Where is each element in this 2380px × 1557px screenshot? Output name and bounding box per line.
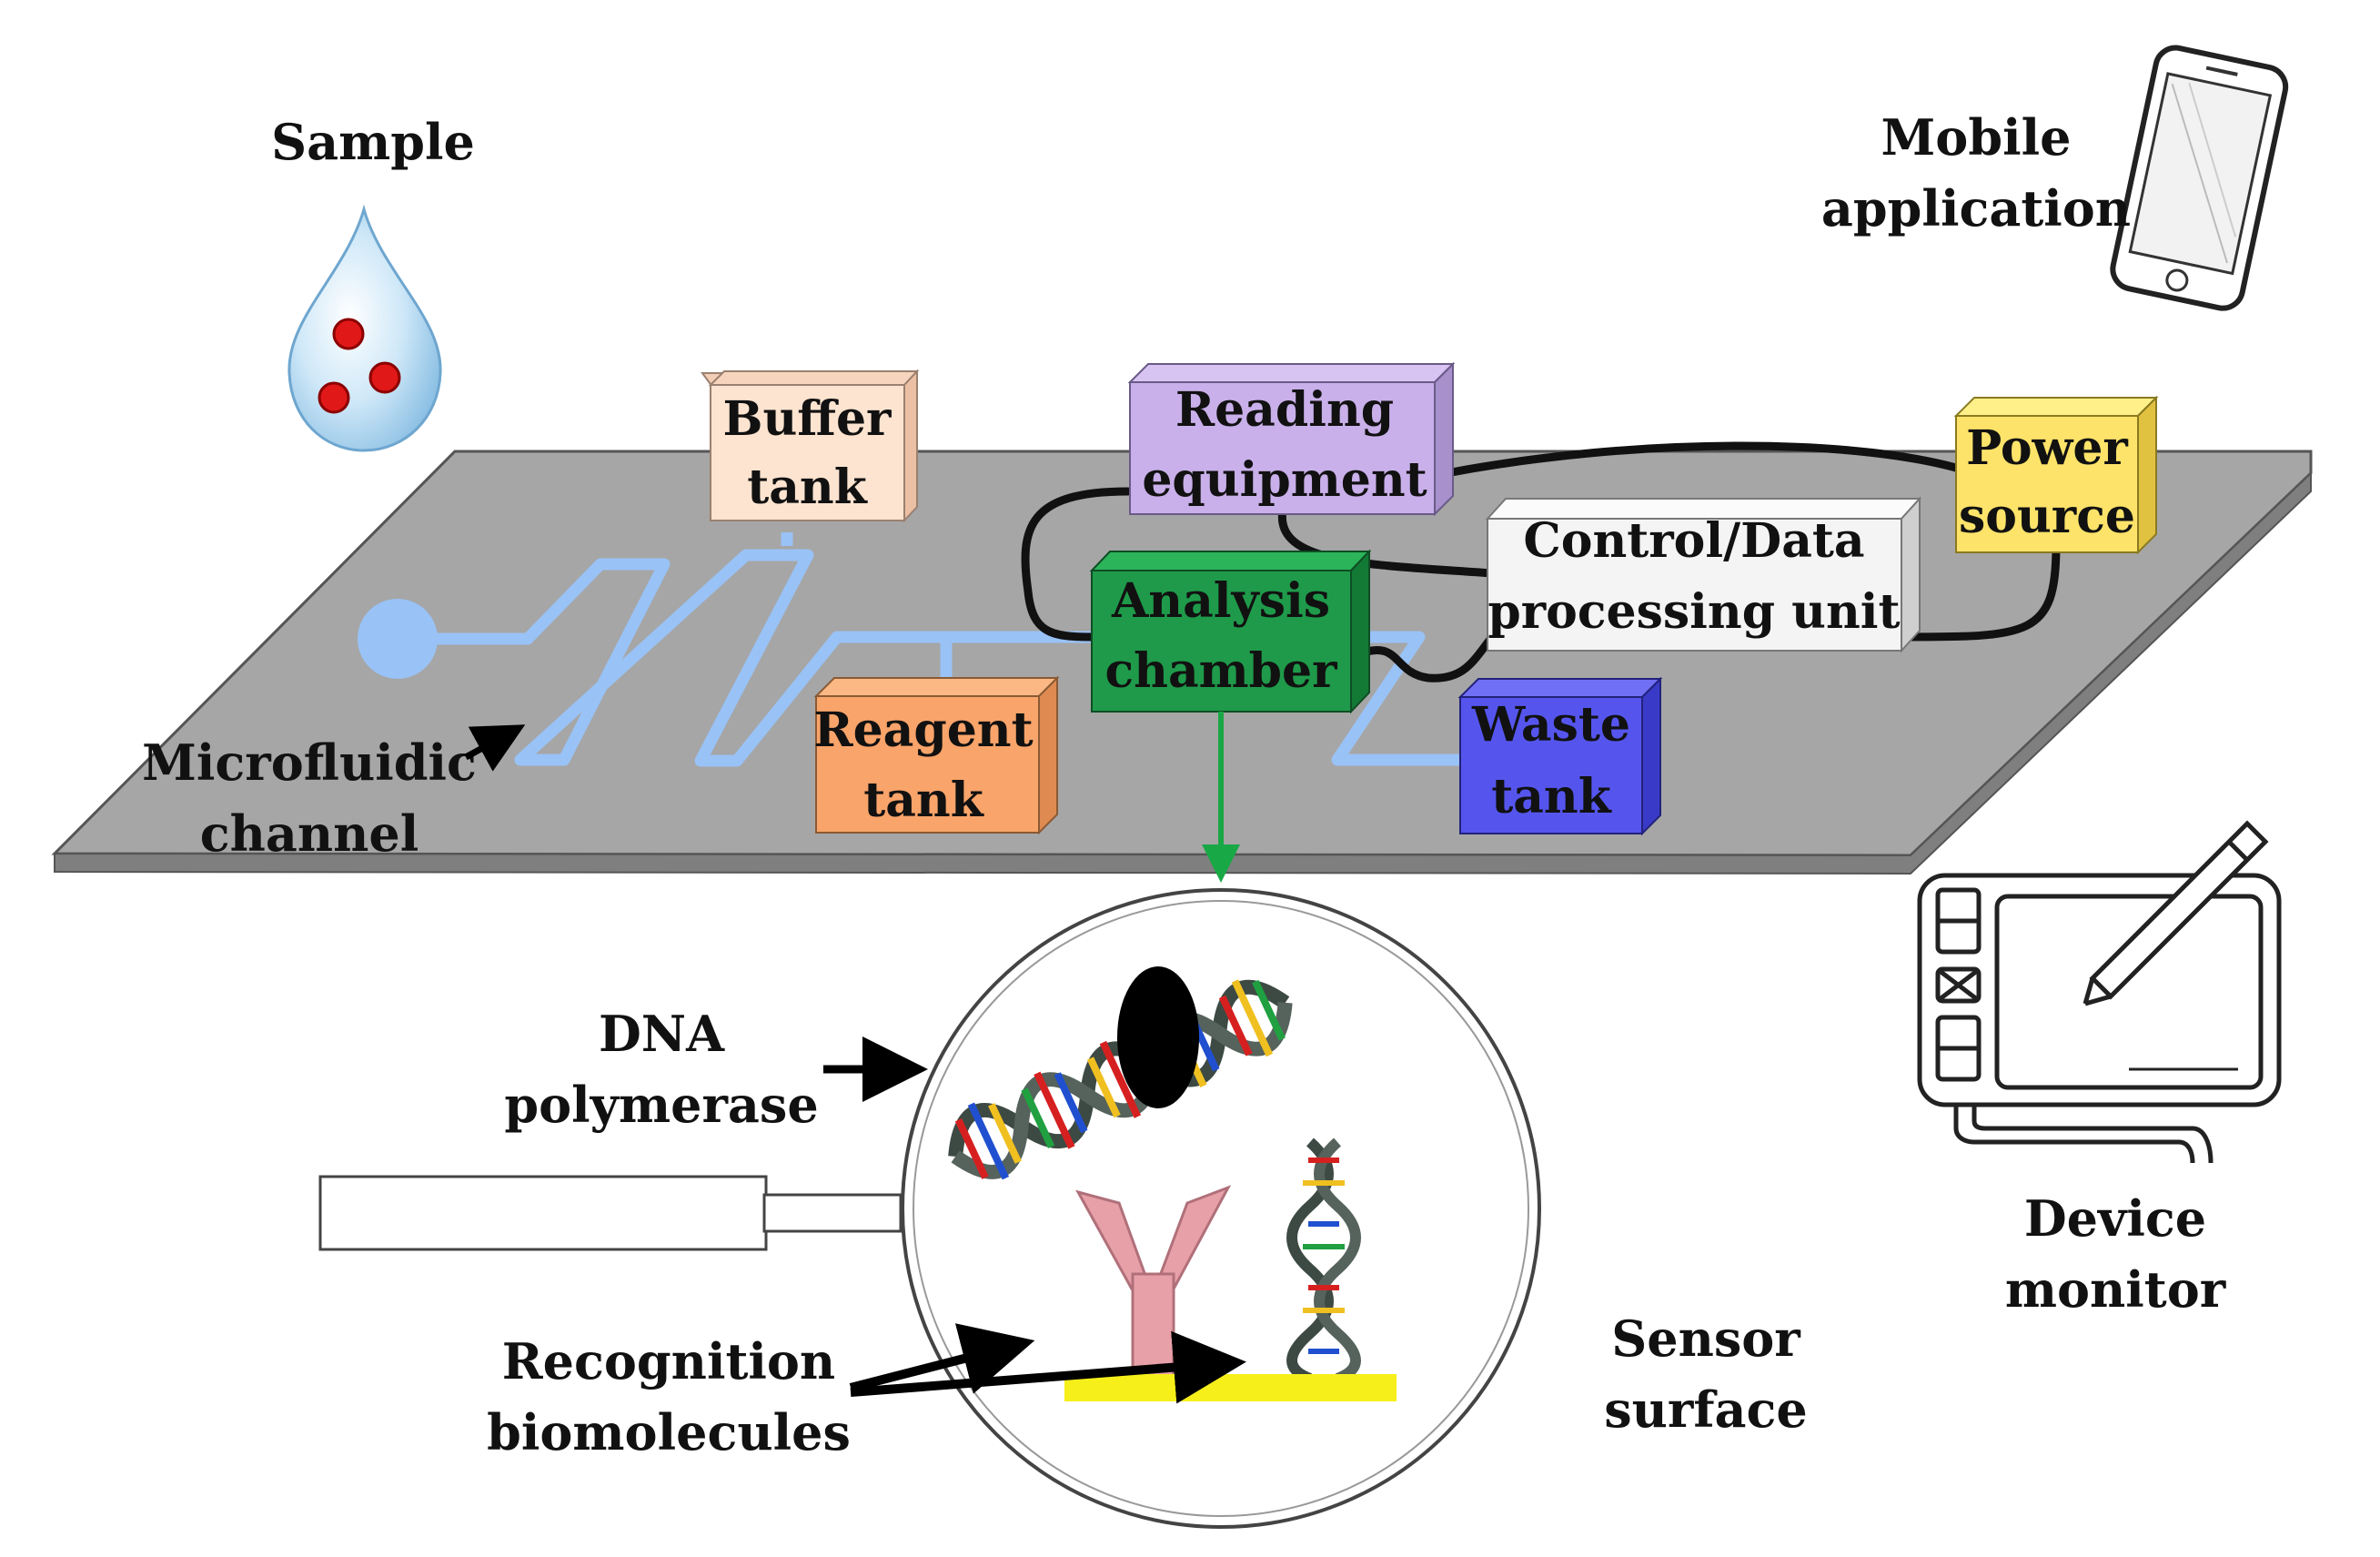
- device-monitor-label-2: monitor: [2005, 1260, 2226, 1319]
- power-source: Power source: [1953, 395, 2159, 555]
- sensor-surface-label-1: Sensor: [1611, 1309, 1800, 1368]
- buffer-tank-label-2: tank: [747, 460, 868, 515]
- control-data-label-2: processing unit: [1488, 584, 1900, 640]
- waste-tank-label-2: tank: [1491, 769, 1612, 824]
- reading-equipment-label-2: equipment: [1142, 452, 1427, 508]
- device-monitor-icon: [1917, 820, 2282, 1164]
- power-source-label-1: Power: [1966, 420, 2128, 476]
- sensor-dna-icon: [1286, 1137, 1361, 1384]
- reagent-tank-label-2: tank: [863, 773, 984, 828]
- mobile-label-1: Mobile: [1881, 108, 2072, 167]
- magnifier-handle: [318, 1175, 768, 1251]
- control-data-label-1: Control/Data: [1523, 513, 1864, 569]
- inlet-port: [358, 599, 438, 679]
- microfluidic-label-2: channel: [200, 804, 419, 863]
- recognition-arrow-dna: [850, 1330, 1246, 1404]
- device-monitor-label-1: Device: [2024, 1189, 2206, 1248]
- waste-tank: Waste tank: [1457, 676, 1663, 836]
- recognition-arrow-antibody: [849, 1323, 1035, 1394]
- antibody-icon: [1074, 1185, 1232, 1380]
- buffer-tank-label-1: Buffer: [723, 391, 892, 447]
- analysis-chamber-label-2: chamber: [1104, 643, 1337, 699]
- reading-equipment-label-1: Reading: [1175, 382, 1394, 438]
- reagent-tank-label-1: Reagent: [813, 703, 1033, 758]
- analysis-chamber: Analysis chamber: [1089, 549, 1372, 714]
- microfluidic-label-1: Microfluidic: [142, 733, 477, 792]
- microfluidic-arrow: [464, 724, 526, 772]
- magnifier-icon: [318, 888, 1541, 1529]
- dna-polymerase-label-1: DNA: [599, 1005, 725, 1063]
- sample-drop-icon: [287, 204, 442, 452]
- dna-polymerase-label-2: polymerase: [504, 1076, 818, 1134]
- recognition-label-2: biomolecules: [487, 1403, 851, 1461]
- sample-label: Sample: [271, 113, 475, 171]
- control-data-unit: Control/Data processing unit: [1485, 496, 1922, 653]
- microfluidic-channel: [358, 532, 1474, 767]
- power-source-label-2: source: [1959, 489, 2135, 544]
- reading-equipment: Reading equipment: [1127, 361, 1456, 517]
- dna-polymerase-icon: [1117, 966, 1199, 1108]
- mobile-phone-icon: [2110, 45, 2289, 311]
- reagent-tank: Reagent tank: [813, 675, 1060, 835]
- sensor-surface: [1064, 1374, 1397, 1401]
- buffer-tank: Buffer tank: [701, 369, 920, 523]
- analysis-chamber-label-1: Analysis: [1111, 573, 1330, 629]
- waste-tank-label-1: Waste: [1471, 697, 1630, 753]
- dna-helix-icon: [948, 979, 1293, 1180]
- sensor-surface-label-2: surface: [1604, 1380, 1808, 1439]
- mobile-label-2: application: [1821, 179, 2131, 238]
- magnifier-neck: [762, 1193, 903, 1233]
- recognition-label-1: Recognition: [502, 1332, 835, 1390]
